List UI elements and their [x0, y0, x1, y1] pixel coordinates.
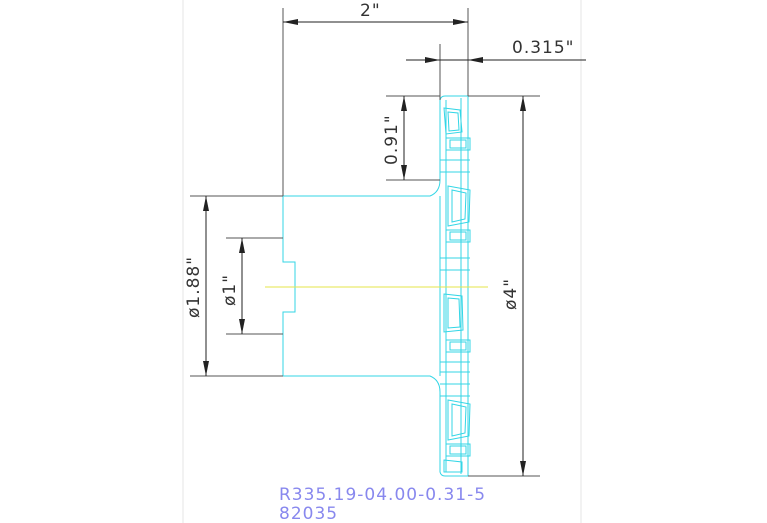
dim-hub-diameter-label: ø1.88" — [184, 256, 204, 318]
disc-outline — [439, 95, 469, 477]
dim-tooth-height: 0.91" — [382, 95, 440, 181]
dim-width: 0.315" — [406, 38, 586, 100]
insert-8 — [445, 443, 471, 457]
insert-5 — [443, 293, 464, 333]
dim-width-label: 0.315" — [512, 38, 575, 58]
dim-overall-length-label: 2" — [360, 1, 381, 21]
part-number: 82035 — [279, 504, 338, 523]
pocket-separators — [440, 159, 470, 397]
insert-7 — [447, 399, 471, 441]
cutter-body — [282, 95, 471, 477]
insert-3 — [447, 185, 471, 227]
dim-overall-length: 2" — [282, 1, 469, 196]
hub-outline — [282, 179, 441, 393]
part-code: R335.19-04.00-0.31-5 — [279, 485, 486, 505]
insert-pockets — [443, 107, 471, 473]
dim-bore-diameter-label: ø1" — [220, 274, 240, 306]
insert-1 — [443, 107, 463, 135]
dim-cutter-diameter-label: ø4" — [501, 278, 521, 310]
insert-6 — [445, 339, 471, 353]
dim-tooth-height-label: 0.91" — [382, 114, 402, 165]
dim-bore-diameter: ø1" — [220, 237, 283, 335]
insert-4 — [445, 229, 471, 243]
insert-9 — [443, 459, 463, 473]
dim-hub-diameter: ø1.88" — [184, 195, 283, 377]
dim-cutter-diameter: ø4" — [468, 95, 540, 477]
insert-2 — [445, 137, 471, 151]
